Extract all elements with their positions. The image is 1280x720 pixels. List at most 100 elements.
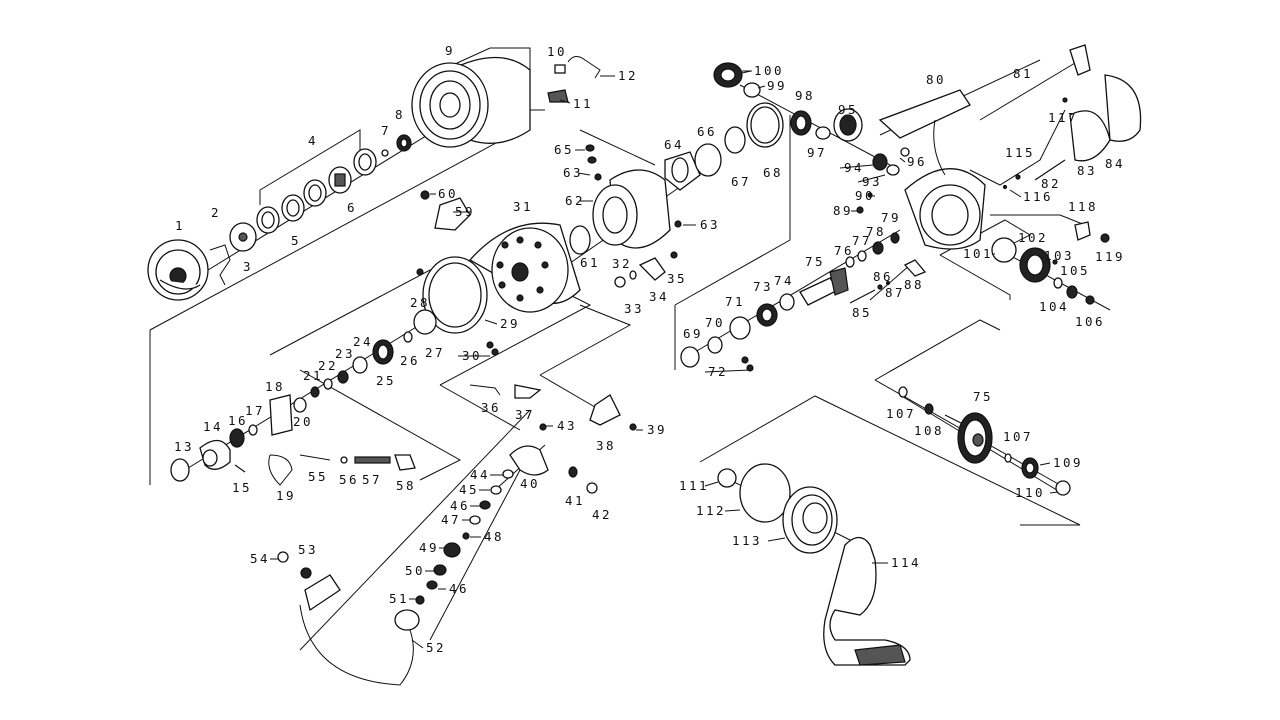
part-label-46-second: 46 bbox=[449, 581, 469, 596]
part-label-110: 110 bbox=[1015, 485, 1045, 500]
bail-arm-end bbox=[394, 609, 420, 631]
part-label-53: 53 bbox=[298, 542, 318, 557]
part-label-116: 116 bbox=[1023, 189, 1053, 204]
part-label-8: 8 bbox=[395, 107, 405, 122]
part-label-104: 104 bbox=[1039, 299, 1069, 314]
part-label-119: 119 bbox=[1095, 249, 1125, 264]
part-label-40: 40 bbox=[520, 476, 540, 491]
part-label-83: 83 bbox=[1077, 163, 1097, 178]
bracket-line bbox=[969, 109, 1066, 186]
pinion-nut bbox=[724, 126, 746, 154]
part-label-70: 70 bbox=[705, 315, 725, 330]
part-label-68: 68 bbox=[763, 165, 783, 180]
bail-wire bbox=[299, 604, 414, 686]
part-label-88: 88 bbox=[904, 277, 924, 292]
o-ring bbox=[886, 164, 900, 176]
bearing-part bbox=[872, 241, 884, 255]
washer-part bbox=[815, 126, 831, 140]
part-label-43: 43 bbox=[557, 418, 577, 433]
part-label-73: 73 bbox=[753, 279, 773, 294]
part-label-84: 84 bbox=[1105, 156, 1125, 171]
part-label-118: 118 bbox=[1068, 199, 1098, 214]
spring-part bbox=[268, 454, 293, 486]
part-label-90: 90 bbox=[855, 188, 875, 203]
drive-gear-small bbox=[1019, 247, 1051, 283]
part-label-3: 3 bbox=[243, 259, 253, 274]
washer-part bbox=[1055, 480, 1071, 496]
roller-part bbox=[614, 276, 626, 288]
part-label-86: 86 bbox=[873, 269, 893, 284]
seal-ring bbox=[569, 225, 591, 255]
bail-holder-plate bbox=[304, 574, 341, 612]
washer-part bbox=[502, 469, 514, 479]
part-label-24: 24 bbox=[353, 334, 373, 349]
bolt-part bbox=[849, 289, 876, 304]
bracket-line bbox=[699, 395, 1081, 526]
part-label-31: 31 bbox=[513, 199, 533, 214]
part-label-11: 11 bbox=[573, 96, 593, 111]
bracket-line bbox=[439, 384, 521, 431]
bracket-line bbox=[874, 319, 1001, 381]
screw-part bbox=[670, 251, 678, 259]
o-ring bbox=[898, 386, 908, 398]
part-label-21: 21 bbox=[303, 368, 323, 383]
pin-part bbox=[885, 280, 891, 286]
washer-part bbox=[170, 458, 190, 482]
part-label-48: 48 bbox=[484, 529, 504, 544]
part-label-87: 87 bbox=[885, 285, 905, 300]
part-label-56: 56 bbox=[339, 472, 359, 487]
drag-knob bbox=[147, 239, 209, 301]
part-label-107: 107 bbox=[886, 406, 916, 421]
part-label-109: 109 bbox=[1053, 455, 1083, 470]
part-label-111: 111 bbox=[679, 478, 709, 493]
lever-part bbox=[638, 257, 666, 281]
collar-part bbox=[707, 336, 723, 354]
part-label-41: 41 bbox=[565, 493, 585, 508]
line-clip bbox=[547, 89, 569, 103]
screw-part bbox=[234, 464, 246, 473]
reel-body bbox=[878, 89, 986, 250]
bracket-line bbox=[539, 304, 632, 376]
plate-part bbox=[729, 316, 751, 340]
washer-part bbox=[413, 309, 437, 335]
part-label-89: 89 bbox=[833, 203, 853, 218]
bracket-line bbox=[539, 374, 601, 411]
o-ring bbox=[717, 468, 737, 488]
part-label-33: 33 bbox=[624, 301, 644, 316]
label-leaders bbox=[270, 70, 1059, 649]
part-label-9: 9 bbox=[445, 43, 455, 58]
bracket-line bbox=[299, 369, 462, 481]
part-label-115: 115 bbox=[1005, 145, 1035, 160]
one-way-clutch bbox=[890, 232, 900, 244]
part-label-81: 81 bbox=[1013, 66, 1033, 81]
o-ring bbox=[1053, 277, 1063, 289]
plate-part bbox=[269, 394, 293, 436]
part-label-42: 42 bbox=[592, 507, 612, 522]
part-label-34: 34 bbox=[649, 289, 669, 304]
part-label-60: 60 bbox=[438, 186, 458, 201]
part-label-101: 101 bbox=[963, 246, 993, 261]
part-label-18: 18 bbox=[265, 379, 285, 394]
o-ring bbox=[1004, 453, 1012, 463]
part-label-62: 62 bbox=[565, 193, 585, 208]
rod-end bbox=[1069, 44, 1091, 76]
bail-arm-cover bbox=[434, 197, 471, 231]
pin-part bbox=[1002, 184, 1008, 190]
part-label-47: 47 bbox=[441, 512, 461, 527]
part-label-66: 66 bbox=[697, 124, 717, 139]
bearing-part bbox=[415, 595, 425, 605]
part-label-71: 71 bbox=[725, 294, 745, 309]
part-label-67: 67 bbox=[731, 174, 751, 189]
part-label-99: 99 bbox=[767, 78, 787, 93]
part-label-57: 57 bbox=[362, 472, 382, 487]
part-label-37: 37 bbox=[515, 407, 535, 422]
collar-part bbox=[300, 567, 312, 579]
clip-part bbox=[381, 149, 389, 157]
screw-part bbox=[1100, 233, 1110, 243]
part-label-12: 12 bbox=[618, 68, 638, 83]
screw-part bbox=[856, 206, 864, 214]
washer-part bbox=[293, 397, 307, 413]
part-label-6: 6 bbox=[347, 200, 357, 215]
main-drive-gear bbox=[944, 412, 993, 464]
part-label-7: 7 bbox=[381, 123, 391, 138]
